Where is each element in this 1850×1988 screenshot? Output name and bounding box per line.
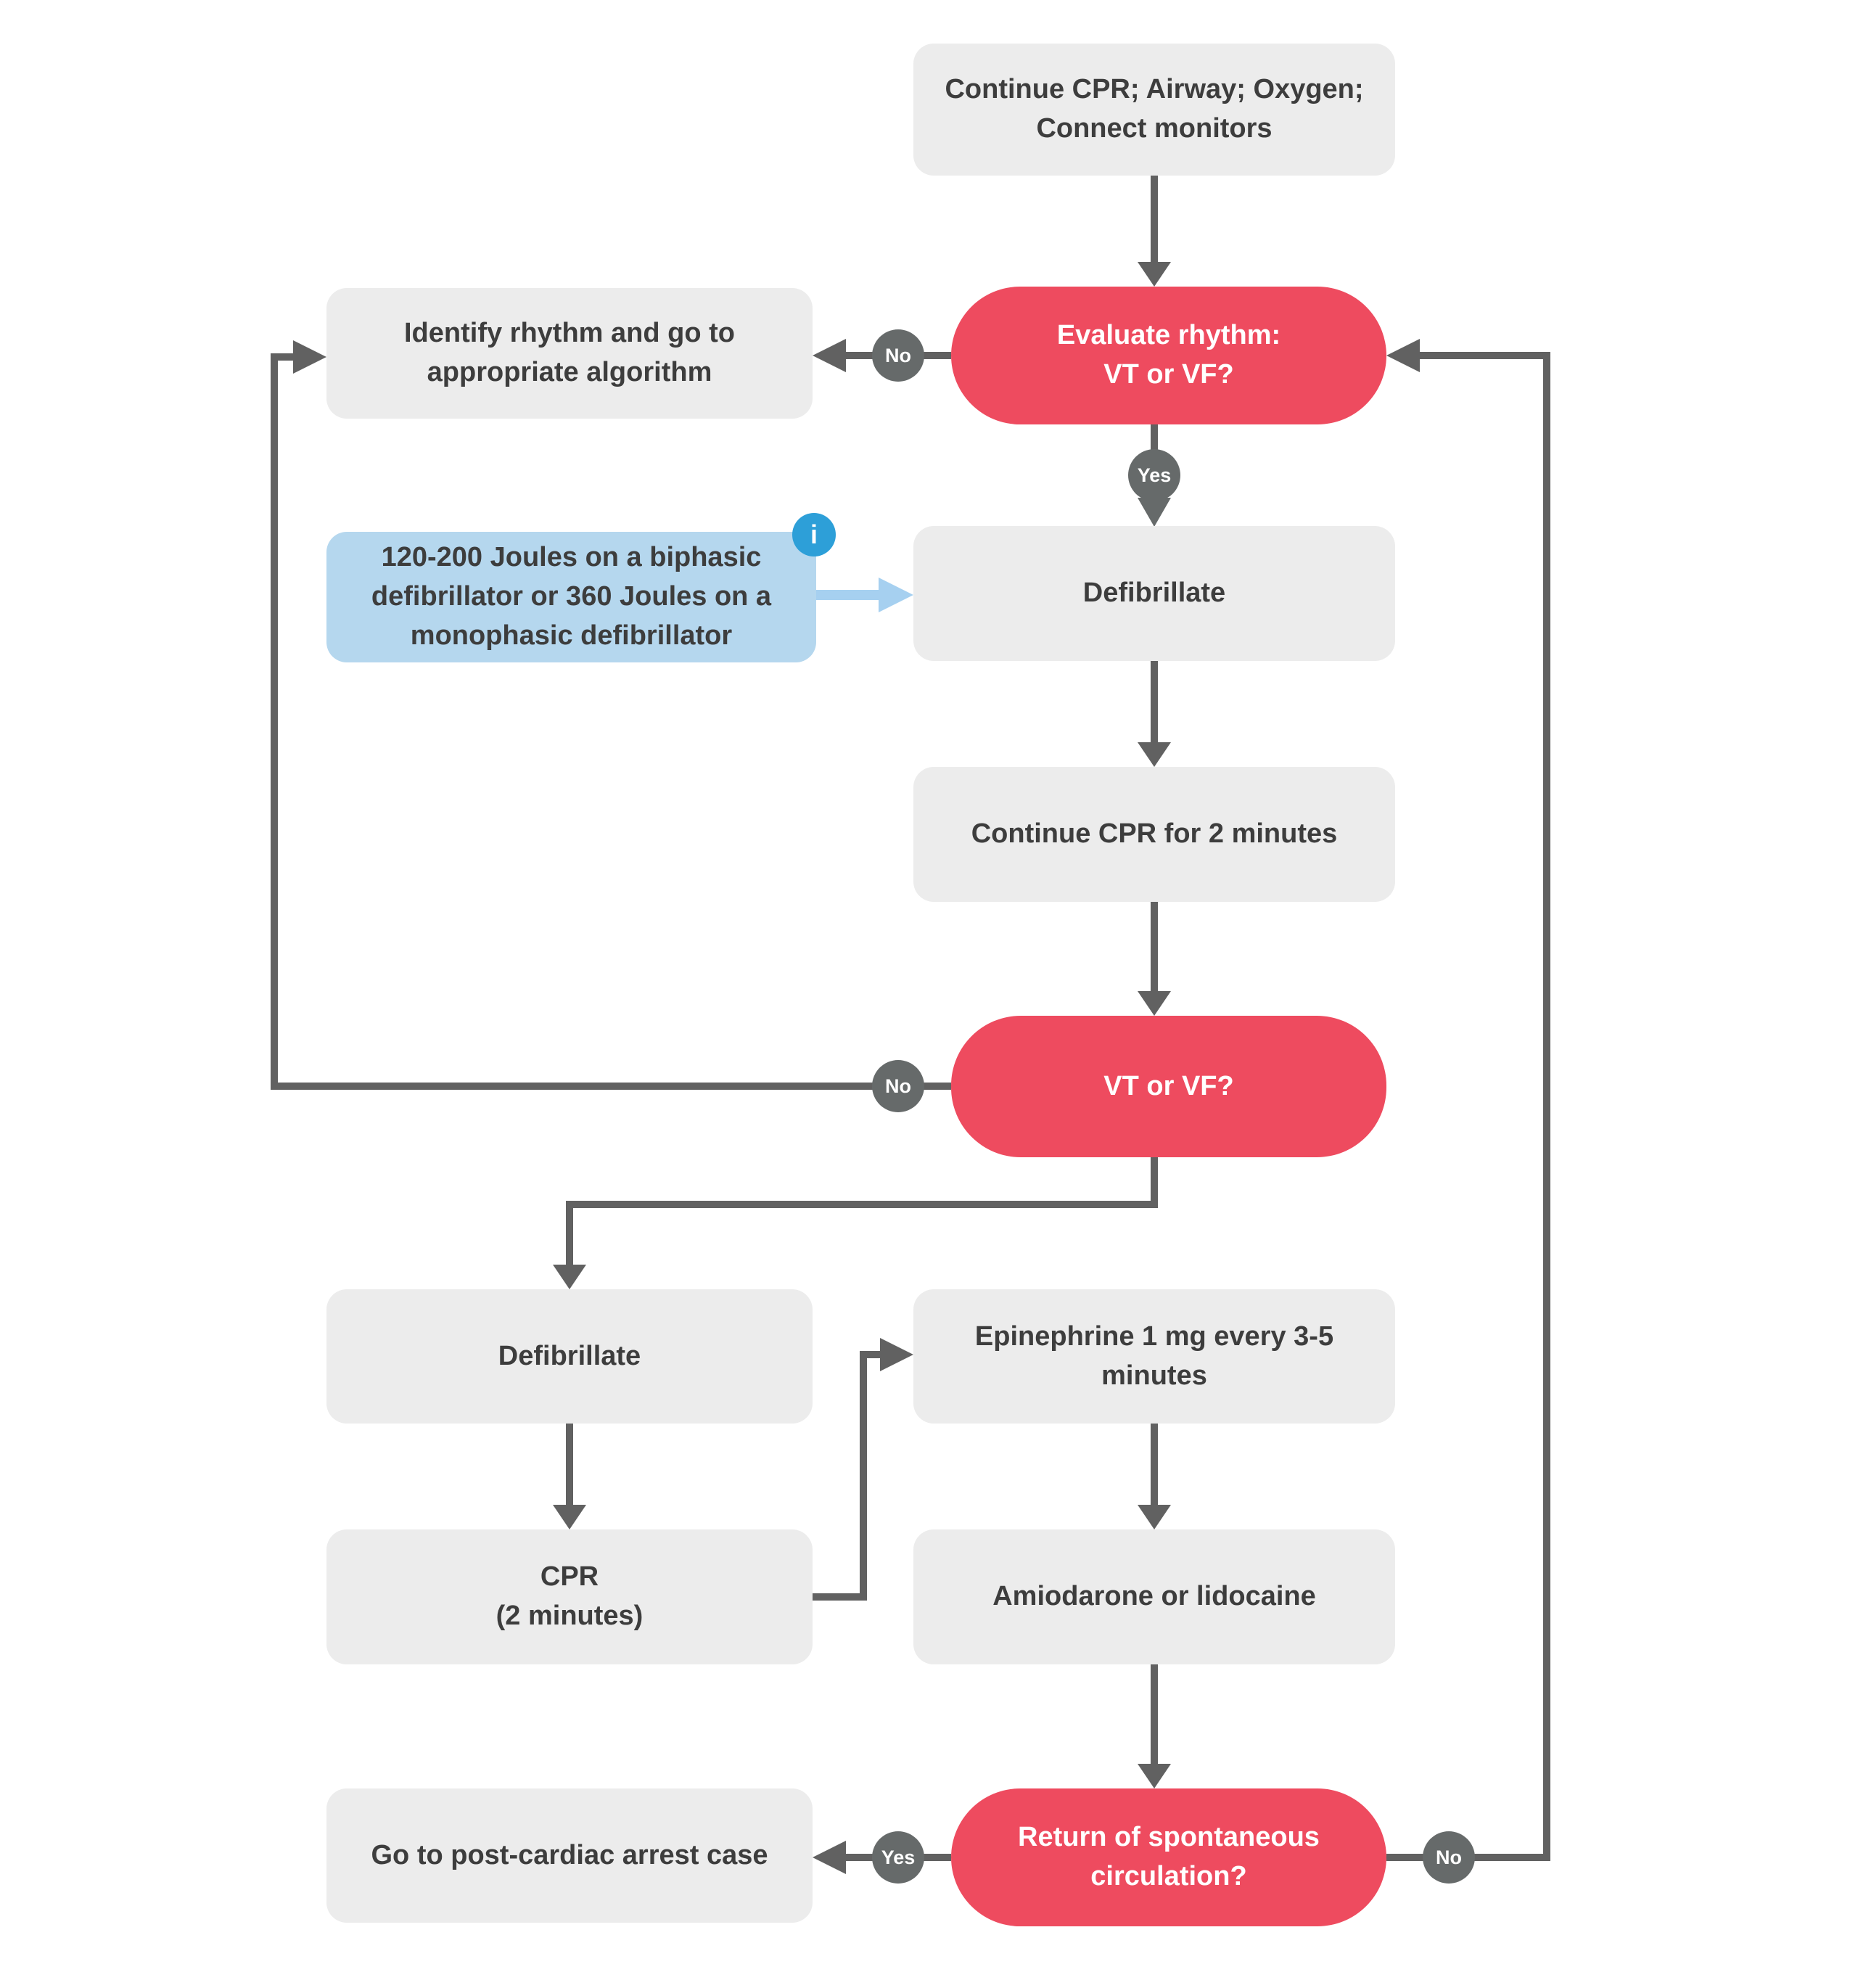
node-post-arrest: Go to post-cardiac arrest case [326, 1788, 813, 1923]
connector-start-to-evaluate [1151, 176, 1158, 264]
arrowhead-into-postarrest [813, 1841, 846, 1874]
node-defibrillate-2-label: Defibrillate [498, 1340, 641, 1371]
node-identify-rhythm-label: Identify rhythm and go to appropriate al… [404, 318, 735, 387]
connector-into-defibrillate2 [566, 1208, 573, 1266]
connector-defibrillate-to-continuecpr [1151, 661, 1158, 744]
label-no-text: No [885, 344, 911, 366]
node-epinephrine: Epinephrine 1 mg every 3-5 minutes [913, 1289, 1395, 1424]
node-rosc-line1: Return of spontaneous [1018, 1822, 1320, 1853]
connector-vtvf-no-horizontal [271, 1083, 951, 1090]
label-circle-yes-rosc: Yes [872, 1831, 924, 1884]
node-joules-note-label: 120-200 Joules on a biphasic defibrillat… [371, 542, 772, 651]
node-vt-or-vf-label: VT or VF? [1103, 1070, 1234, 1101]
arrowhead-into-identify-right [813, 339, 846, 372]
connector-left-loop-vertical [271, 353, 278, 1090]
arrowhead-into-epinephrine [880, 1338, 913, 1371]
node-amiodarone-label: Amiodarone or lidocaine [992, 1581, 1316, 1612]
arrowhead-into-rosc [1138, 1764, 1171, 1788]
node-continue-cpr-2min: Continue CPR for 2 minutes [913, 767, 1395, 902]
arrowhead-into-vtvf [1138, 991, 1171, 1016]
node-cpr-2min: CPR (2 minutes) [326, 1529, 813, 1664]
node-cpr-2min-line2: (2 minutes) [496, 1601, 644, 1631]
info-icon-glyph: i [810, 519, 818, 549]
connector-cpr-up [860, 1351, 867, 1601]
connector-right-loop-top [1420, 352, 1543, 359]
node-defibrillate-1-label: Defibrillate [1082, 578, 1226, 609]
label-yes-text: Yes [881, 1846, 916, 1868]
label-circle-no-rosc: No [1423, 1831, 1475, 1884]
arrowhead-into-evaluate [1138, 262, 1171, 287]
arrowhead-into-amiodarone [1138, 1505, 1171, 1529]
node-epinephrine-label: Epinephrine 1 mg every 3-5 minutes [974, 1320, 1334, 1391]
node-defibrillate-2: Defibrillate [326, 1289, 813, 1424]
connector-vtvf-elbow-horizontal [566, 1201, 1158, 1208]
arrowhead-into-continuecpr [1138, 742, 1171, 767]
arrowhead-into-evaluate-right [1386, 339, 1420, 372]
node-start: Continue CPR; Airway; Oxygen; Connect mo… [913, 44, 1395, 176]
connector-amiodarone-to-rosc [1151, 1664, 1158, 1765]
arrowhead-into-cpr [553, 1505, 586, 1529]
connector-left-loop-top [278, 353, 293, 361]
node-identify-rhythm: Identify rhythm and go to appropriate al… [326, 288, 813, 419]
node-continue-cpr-2min-label: Continue CPR for 2 minutes [971, 818, 1338, 850]
connector-defibrillate2-to-cpr [566, 1424, 573, 1506]
arrowhead-into-defibrillate2 [553, 1265, 586, 1289]
node-joules-note: 120-200 Joules on a biphasic defibrillat… [326, 532, 816, 662]
node-start-label: Continue CPR; Airway; Oxygen; Connect mo… [945, 74, 1364, 144]
node-amiodarone: Amiodarone or lidocaine [913, 1529, 1395, 1664]
connector-note-to-defibrillate [816, 590, 880, 600]
arrowhead-into-defibrillate [1138, 498, 1171, 527]
connector-cpr-right [813, 1593, 867, 1601]
connector-right-loop-vertical [1543, 352, 1550, 1861]
label-circle-yes-evaluate: Yes [1128, 449, 1180, 501]
node-rosc-line2: circulation? [1090, 1861, 1247, 1892]
connector-cpr-to-epinephrine [867, 1351, 880, 1358]
label-no-text: No [885, 1075, 911, 1097]
connector-vtvf-down [1151, 1157, 1158, 1208]
node-evaluate-rhythm: Evaluate rhythm: VT or VF? [951, 287, 1386, 424]
node-post-arrest-label: Go to post-cardiac arrest case [371, 1839, 768, 1870]
node-vt-or-vf: VT or VF? [951, 1016, 1386, 1157]
label-yes-text: Yes [1137, 464, 1172, 486]
label-circle-no-evaluate: No [872, 329, 924, 382]
arrowhead-into-identify-left [293, 340, 326, 374]
node-defibrillate-1: Defibrillate [913, 526, 1395, 661]
arrowhead-note-into-defibrillate [879, 578, 913, 612]
node-evaluate-rhythm-line2: VT or VF? [1103, 359, 1234, 390]
label-circle-no-vtvf: No [872, 1060, 924, 1112]
node-cpr-2min-line1: CPR [540, 1561, 599, 1593]
connector-epinephrine-to-amiodarone [1151, 1424, 1158, 1506]
label-no-text: No [1436, 1846, 1462, 1868]
node-evaluate-rhythm-line1: Evaluate rhythm: [1056, 320, 1281, 351]
connector-continuecpr-to-vtvf [1151, 902, 1158, 993]
info-icon[interactable]: i [792, 513, 836, 556]
node-rosc: Return of spontaneous circulation? [951, 1788, 1386, 1926]
